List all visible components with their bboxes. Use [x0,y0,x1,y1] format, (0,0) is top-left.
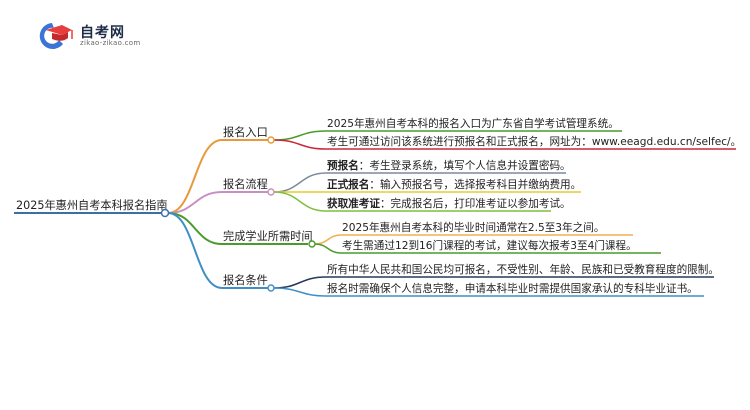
branch-edge [167,212,223,289]
root-node-handle[interactable] [160,208,170,218]
leaf-edge [314,234,342,245]
branch-edge [167,212,223,245]
leaf-text: ：考生登录系统，填写个人信息并设置密码。 [359,159,571,172]
leaf-node-label[interactable]: 考生需通过12到16门课程的考试，建议每次报考3至4门课程。 [342,239,637,252]
leaf-text: 考生需通过12到16门课程的考试，建议每次报考3至4门课程。 [342,239,637,252]
leaf-text: 所有中华人民共和国公民均可报名，不受性别、年龄、民族和已受教育程度的限制。 [327,263,719,276]
leaf-text: ：输入预报名号，选择报考科目并缴纳费用。 [369,178,581,191]
branch-edge [167,139,223,214]
leaf-edge [273,130,327,141]
branch-node-label[interactable]: 报名流程 [223,177,268,191]
leaf-text: 报名时需确保个人信息完整，申请本科毕业时需提供国家承认的专科毕业证书。 [327,282,698,295]
leaf-edge [314,243,342,254]
leaf-edge [273,139,327,150]
branch-node-label[interactable]: 完成学业所需时间 [223,229,313,243]
leaf-bold-term: 获取准考证 [326,197,380,210]
leaf-node-label[interactable]: 正式报名：输入预报名号，选择报考科目并缴纳费用。 [327,178,581,191]
branch-node-handle[interactable] [267,284,275,292]
branch-node-label[interactable]: 报名入口 [223,125,268,139]
logo-title: 自考网 [80,25,125,41]
leaf-bold-term: 正式报名 [327,178,369,191]
leaf-node-label[interactable]: 2025年惠州自考本科的报名入口为广东省自学考试管理系统。 [327,117,619,130]
leaf-edge [273,276,327,289]
leaf-node-label[interactable]: 考生可通过访问该系统进行预报名和正式报名，网址为：www.eeagd.edu.c… [327,135,741,148]
leaf-node-label[interactable]: 2025年惠州自考本科的毕业时间通常在2.5至3年之间。 [342,221,604,234]
leaf-node-label[interactable]: 报名时需确保个人信息完整，申请本科毕业时需提供国家承认的专科毕业证书。 [327,282,698,295]
branch-node-handle[interactable] [267,188,275,196]
leaf-node-label[interactable]: 获取准考证：完成报名后，打印准考证以参加考试。 [326,197,571,210]
leaf-node-label[interactable]: 所有中华人民共和国公民均可报名，不受性别、年龄、民族和已受教育程度的限制。 [327,263,719,276]
branch-node-handle[interactable] [267,136,275,144]
leaf-text: 2025年惠州自考本科的报名入口为广东省自学考试管理系统。 [327,117,619,130]
leaf-edge [273,191,327,212]
leaf-edge [273,287,327,297]
mind-map-edges [14,130,736,297]
mind-map-nodes: 2025年惠州自考本科报名指南 报名入口 2025年惠州自考本科的报名入口为广东省自… [16,117,741,295]
leaf-node-label[interactable]: 预报名：考生登录系统，填写个人信息并设置密码。 [327,159,571,172]
branch-edge [167,191,223,214]
leaf-edge [273,172,327,193]
branch-node-label[interactable]: 报名条件 [223,273,268,287]
leaf-text: 2025年惠州自考本科的毕业时间通常在2.5至3年之间。 [342,221,604,234]
root-node-label[interactable]: 2025年惠州自考本科报名指南 [16,198,168,212]
leaf-bold-term: 预报名 [327,159,359,172]
leaf-text: 考生可通过访问该系统进行预报名和正式报名，网址为：www.eeagd.edu.c… [327,135,741,148]
site-logo[interactable]: 自考网 zikao-zikao.com [32,22,172,50]
graduation-cap-icon [39,23,73,49]
leaf-text: ：完成报名后，打印准考证以参加考试。 [380,197,571,210]
branch-node-handle[interactable] [308,240,316,248]
logo-url: zikao-zikao.com [80,39,141,47]
